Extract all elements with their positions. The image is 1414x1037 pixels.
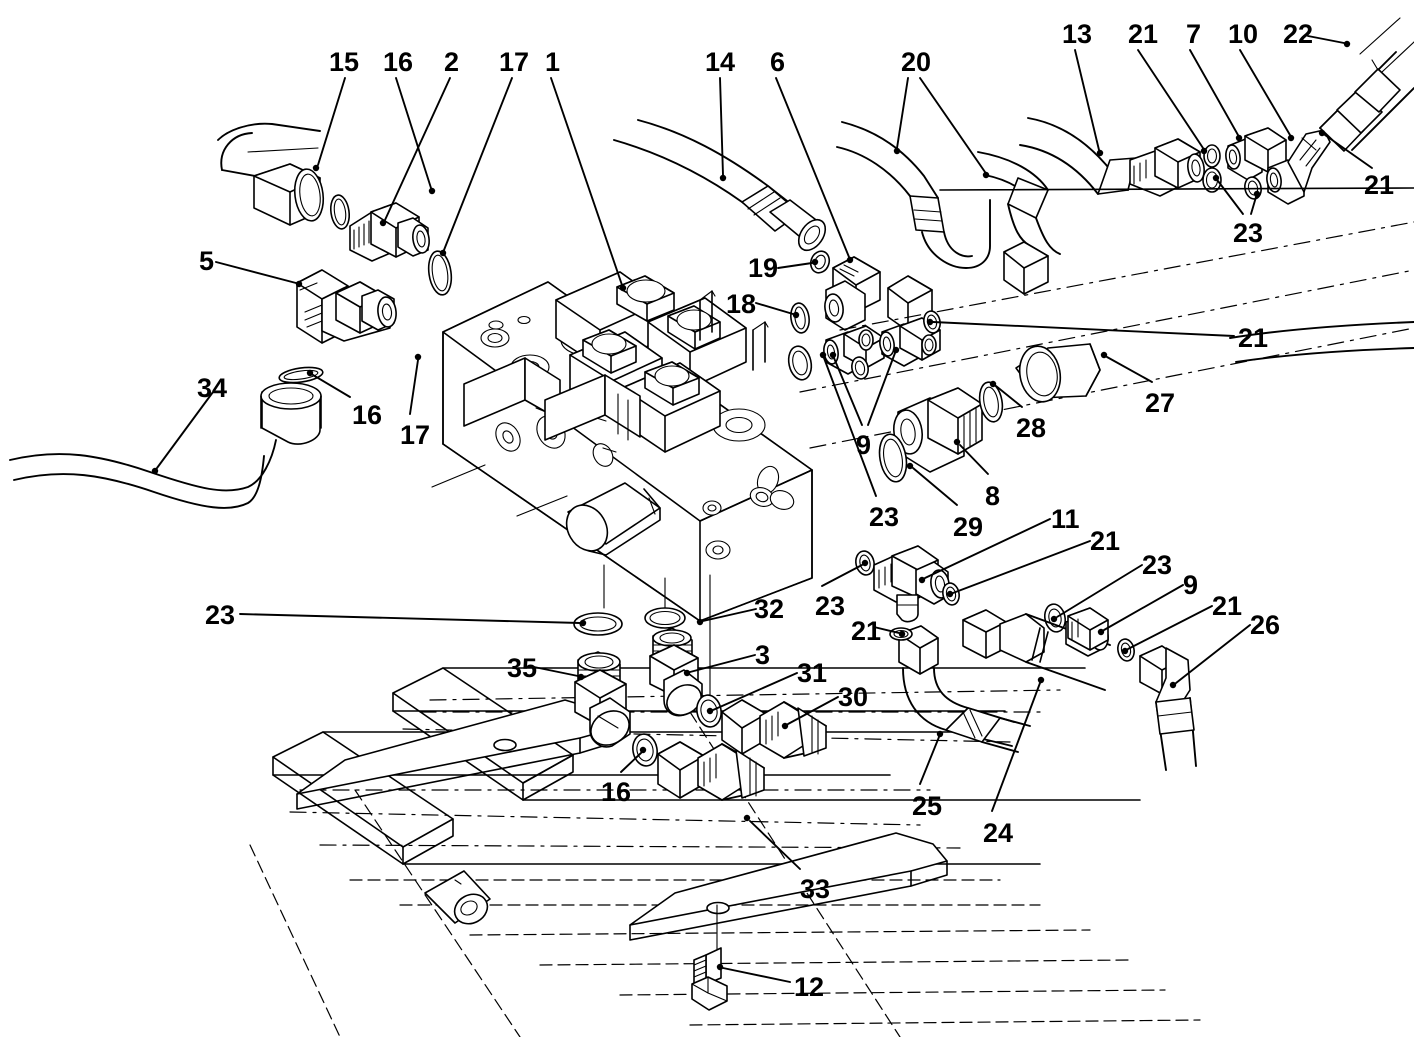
frame-pin [424, 870, 491, 925]
callout-21-c: 21 [1238, 323, 1269, 353]
callout-21-e: 21 [1212, 591, 1243, 621]
hose-nut-15 [253, 163, 325, 226]
callout-22: 22 [1283, 19, 1314, 49]
callout-24: 24 [983, 818, 1014, 848]
callout-2: 2 [444, 47, 460, 77]
hex-bolt-12 [691, 904, 728, 1011]
hose-22 [1301, 17, 1414, 152]
callout-25: 25 [912, 791, 943, 821]
elbow-10 [1266, 129, 1331, 205]
hose-14-assembly [613, 119, 881, 334]
assembly-top-right [1019, 17, 1414, 205]
callout-3: 3 [755, 640, 771, 670]
elbow-fitting-3 [649, 627, 703, 717]
mount-bracket-left [296, 699, 617, 810]
hose-end-33 [657, 741, 765, 801]
callout-13: 13 [1062, 19, 1093, 49]
elbow-fitting-6 [824, 256, 881, 331]
callout-15: 15 [329, 47, 360, 77]
hose-elbow-26 [1139, 645, 1197, 771]
assembly-right-middle [787, 187, 1414, 483]
callout-6: 6 [770, 47, 786, 77]
elbow-fitting-35 [574, 651, 631, 748]
callout-9-a: 9 [856, 430, 872, 460]
callout-16-c: 16 [601, 777, 632, 807]
tube-34 [9, 366, 324, 509]
callout-30: 30 [838, 682, 869, 712]
valve-sections [431, 271, 769, 517]
hose-24 [962, 609, 1111, 691]
elbow-adapter-5 [296, 269, 397, 344]
callout-33: 33 [800, 874, 831, 904]
callout-21-f: 21 [851, 616, 882, 646]
callout-21-a: 21 [1128, 19, 1159, 49]
assembly-lower-right [855, 545, 1197, 771]
callout-11: 11 [1051, 504, 1080, 534]
callout-19: 19 [748, 253, 779, 283]
callout-12: 12 [794, 972, 825, 1002]
hose-20-assembly [836, 121, 1061, 332]
callout-17-b: 17 [400, 420, 431, 450]
adapter-7 [1225, 127, 1287, 181]
hose-end-30 [721, 699, 827, 759]
callout-23-e: 23 [205, 600, 236, 630]
callout-16-b: 16 [352, 400, 383, 430]
callout-35: 35 [507, 653, 538, 683]
adapter-9c [1065, 607, 1109, 657]
callout-23-b: 23 [869, 502, 900, 532]
callout-leaders [151, 35, 1373, 983]
adapter-fitting-2 [349, 202, 430, 262]
assembly-bottom-center [573, 564, 827, 801]
callout-10: 10 [1228, 19, 1259, 49]
callout-18: 18 [726, 289, 757, 319]
callout-21-d: 21 [1090, 526, 1121, 556]
valve-manifold-block [431, 271, 813, 622]
callout-17-a: 17 [499, 47, 530, 77]
callout-8: 8 [985, 481, 1001, 511]
callout-7: 7 [1186, 19, 1202, 49]
callout-32: 32 [754, 594, 785, 624]
callout-31: 31 [797, 658, 828, 688]
assembly-upper-left [217, 122, 453, 296]
callout-20: 20 [901, 47, 932, 77]
callout-23-d: 23 [815, 591, 846, 621]
callout-28: 28 [1016, 413, 1047, 443]
callout-16-a: 16 [383, 47, 414, 77]
callout-5: 5 [199, 246, 215, 276]
tee-fitting-11 [873, 545, 950, 623]
callout-14: 14 [705, 47, 736, 77]
callout-1: 1 [545, 47, 561, 77]
callout-26: 26 [1250, 610, 1281, 640]
callout-27: 27 [1145, 388, 1176, 418]
mount-bracket-right [629, 832, 948, 941]
callout-23-c: 23 [1142, 550, 1173, 580]
cartridge-valve [565, 482, 661, 556]
callout-29: 29 [953, 512, 984, 542]
hose-nut-27 [1015, 343, 1101, 403]
callout-21-b: 21 [1364, 170, 1395, 200]
callout-23-a: 23 [1233, 218, 1264, 248]
callout-34: 34 [197, 373, 228, 403]
callout-9-b: 9 [1183, 570, 1199, 600]
adapter-fitting-8 [893, 387, 983, 473]
